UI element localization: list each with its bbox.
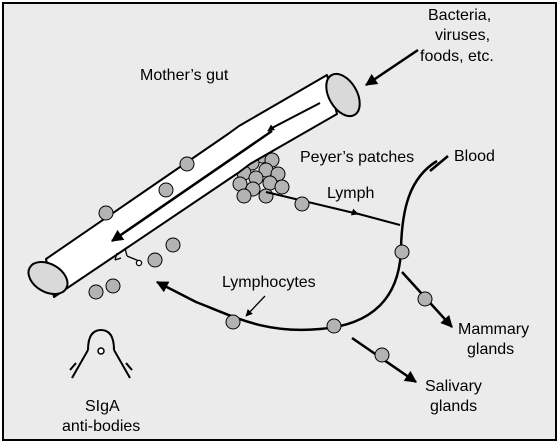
lymphocytes-label: Lymphocytes (222, 274, 316, 291)
lymph-label: Lymph (327, 185, 374, 202)
salivary-glands-label-line1: Salivary (425, 378, 482, 395)
mammary-glands-label-line2: glands (467, 341, 514, 358)
bacteria-label-line2: viruses, (435, 27, 490, 44)
siga-label-line2: anti-bodies (62, 418, 140, 435)
peyers-patches-label: Peyer’s patches (300, 149, 414, 166)
diagram-background (3, 3, 556, 440)
siga-label-line1: SIgA (85, 398, 120, 415)
salivary-glands-label-line2: glands (430, 398, 477, 415)
bacteria-label-line1: Bacteria, (428, 7, 491, 24)
mothers-gut-label: Mother’s gut (140, 67, 229, 84)
blood-label: Blood (454, 148, 495, 165)
bacteria-label-line3: foods, etc. (420, 48, 494, 65)
mammary-glands-label-line1: Mammary (458, 321, 529, 338)
